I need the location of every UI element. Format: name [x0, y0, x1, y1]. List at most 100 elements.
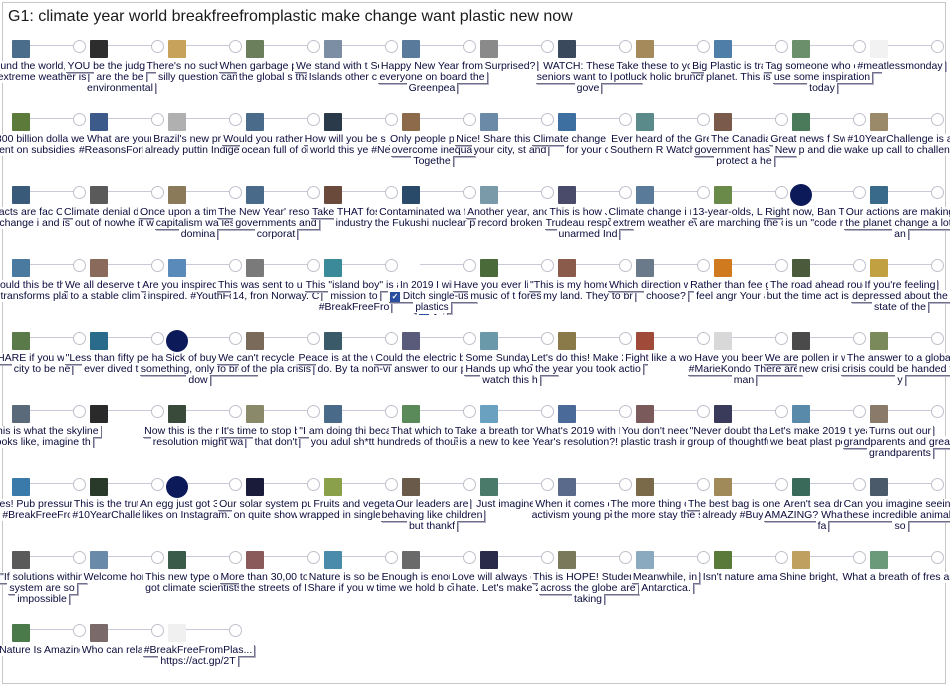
tweet-image-thumbnail — [870, 186, 888, 204]
self-loop-edge — [568, 410, 623, 411]
graph-node[interactable]: Ever heard of the Great Southern R Watch… — [606, 113, 726, 173]
graph-node[interactable]: Who can relate? — [60, 624, 180, 684]
edge-loop-icon — [307, 259, 320, 272]
graph-node[interactable]: Isn't nature amazi — [684, 551, 804, 611]
tweet-image-thumbnail — [480, 332, 498, 350]
graph-node[interactable]: $300 billion dolla were spent on subsidi… — [0, 113, 102, 173]
graph-node[interactable]: Have you been ho by #MarieKondo There ar… — [684, 332, 804, 392]
tweet-image-thumbnail — [168, 405, 186, 423]
graph-node[interactable]: The answer to a global crisis could be h… — [840, 332, 950, 392]
self-loop-edge — [490, 483, 545, 484]
graph-node[interactable]: Facts are fac Climate change i and is al… — [0, 186, 102, 246]
graph-node[interactable]: If this is what the skyline looks like, … — [0, 405, 102, 465]
graph-node[interactable]: This is HOPE! Students across the globe … — [528, 551, 648, 611]
graph-node[interactable]: Nature Is Amazing — [0, 624, 102, 684]
self-loop-edge — [100, 410, 155, 411]
node-label: #meatlessmonday — [855, 61, 945, 72]
graph-node[interactable]: In 2019 I will...✓Ditch single-use plast… — [372, 259, 492, 319]
self-loop-edge — [22, 556, 77, 557]
graph-node[interactable]: What's 2019 with New Year's resolution?!… — [528, 405, 648, 465]
edge-loop-icon — [541, 259, 554, 272]
graph-node[interactable]: How will you be s the world this ye #New — [294, 113, 414, 173]
graph-node[interactable]: Could the electric be the answer to our … — [372, 332, 492, 392]
tweet-image-thumbnail — [90, 40, 108, 58]
graph-node[interactable]: This "island boy" is a mission to #Break… — [294, 259, 414, 319]
self-loop-edge — [802, 118, 857, 119]
tweet-image-thumbnail — [246, 113, 264, 131]
self-loop-edge — [568, 264, 623, 265]
node-label: If you're feeling depressed about the st… — [850, 280, 950, 313]
self-loop-edge — [490, 264, 545, 265]
self-loop-edge — [178, 410, 233, 411]
edge-loop-icon — [619, 332, 632, 345]
node-label: Could the electric be the answer to our … — [373, 353, 491, 375]
edge-loop-icon — [463, 259, 476, 272]
tweet-image-thumbnail — [324, 186, 342, 204]
graph-node[interactable]: Contaminated wa from the Fukushi nuclear… — [372, 186, 492, 246]
edge-loop-icon — [73, 624, 86, 637]
edge-loop-icon — [151, 624, 164, 637]
edge-loop-icon — [853, 478, 866, 491]
edge-loop-icon — [853, 332, 866, 345]
graph-node[interactable]: 13-year-olds, Lina Bo, are marching the … — [684, 186, 804, 246]
graph-node[interactable]: More than 30,00 took to the streets of B — [216, 551, 336, 611]
edge-loop-icon — [697, 332, 710, 345]
graph-node[interactable]: Fight like a woma — [606, 332, 726, 392]
edge-loop-icon — [541, 478, 554, 491]
tweet-image-thumbnail — [12, 259, 30, 277]
graph-node[interactable] — [60, 405, 180, 465]
self-loop-edge — [412, 337, 467, 338]
self-loop-edge — [490, 45, 545, 46]
self-loop-edge — [22, 45, 77, 46]
edge-loop-icon — [931, 332, 944, 345]
graph-node[interactable]: Yes! Pub pressure to #BreakFreeFrom — [0, 478, 102, 538]
graph-node[interactable]: Can you imagine seeing these incredible … — [840, 478, 950, 538]
tweet-image-thumbnail — [246, 40, 264, 58]
self-loop-edge — [724, 483, 779, 484]
graph-node[interactable]: Meanwhile, in Antarctica. — [606, 551, 726, 611]
graph-node[interactable]: "If solutions within system are so impos… — [0, 551, 102, 611]
graph-node[interactable]: What a breath of fres air. — [840, 551, 950, 611]
edge-loop-icon — [385, 186, 398, 199]
edge-loop-icon — [931, 551, 944, 564]
graph-node[interactable]: Another year, anot record broken — [450, 186, 570, 246]
graph-node[interactable]: Turns out our grandparents and great-gra… — [840, 405, 950, 465]
graph-node[interactable]: #BreakFreeFromPlas... https://act.gp/2T — [138, 624, 258, 684]
tweet-image-thumbnail — [480, 405, 498, 423]
self-loop-edge — [256, 410, 311, 411]
graph-node[interactable]: Our actions are making the planet change… — [840, 186, 950, 246]
graph-node[interactable]: If you're feeling depressed about the st… — [840, 259, 950, 319]
graph-node[interactable]: Shine bright, 2019 — [762, 551, 882, 611]
self-loop-edge — [334, 45, 389, 46]
tweet-image-thumbnail — [90, 332, 108, 350]
edge-loop-icon — [385, 478, 398, 491]
graph-node[interactable]: Happy New Year from everyone on board th… — [372, 40, 492, 100]
edge-loop-icon — [385, 405, 398, 418]
edge-loop-icon — [229, 624, 242, 637]
graph-node[interactable]: Take THAT fossil f industry — [294, 186, 414, 246]
edge-loop-icon — [229, 40, 242, 53]
graph-node[interactable]: Surprised? — [450, 40, 570, 100]
self-loop-edge — [22, 483, 77, 484]
self-loop-edge — [256, 45, 311, 46]
edge-loop-icon — [229, 186, 242, 199]
edge-loop-icon — [151, 40, 164, 53]
graph-node[interactable]: #10YearChallenge is a wake up call to ch… — [840, 113, 950, 173]
tweet-image-thumbnail — [168, 551, 186, 569]
graph-node[interactable]: Welcome home — [60, 551, 180, 611]
self-loop-edge — [256, 118, 311, 119]
edge-loop-icon — [619, 113, 632, 126]
graph-node[interactable]: Our leaders are behaving like children b… — [372, 478, 492, 538]
edge-loop-icon — [619, 40, 632, 53]
tweet-image-thumbnail — [168, 40, 186, 58]
node-label: What are your #ReasonsForHop — [76, 134, 164, 156]
edge-loop-icon — [385, 113, 398, 126]
node-label: Let's do this! Make 2019 the year you to… — [529, 353, 647, 375]
graph-node[interactable]: Let's do this! Make 2019 the year you to… — [528, 332, 648, 392]
graph-node[interactable]: #meatlessmonday — [840, 40, 950, 100]
graph-node[interactable]: What are your #ReasonsForHop — [60, 113, 180, 173]
edge-loop-icon — [697, 478, 710, 491]
self-loop-edge — [880, 118, 935, 119]
graph-node[interactable]: Just imagine... — [450, 478, 570, 538]
